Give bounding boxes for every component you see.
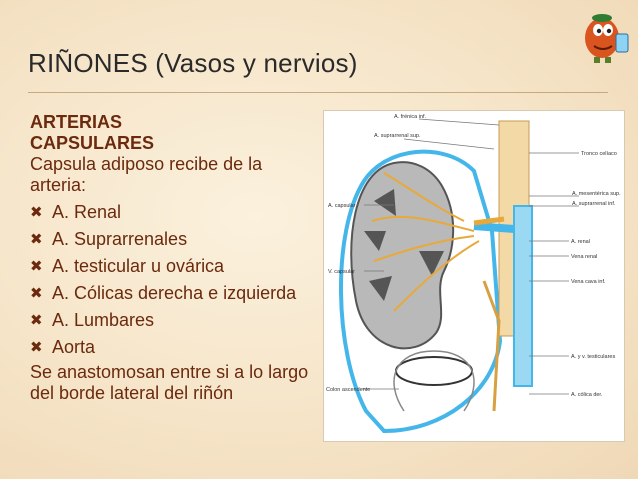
colon-shape: [395, 356, 473, 386]
artery-network: [371, 172, 480, 312]
list-item: ✖ A. testicular u ovárica: [30, 256, 320, 277]
list-item-text: A. testicular u ovárica: [52, 256, 225, 276]
mascot-icon: [585, 14, 629, 63]
list-item-text: A. Suprarrenales: [52, 229, 188, 249]
heading-line-1: ARTERIAS: [30, 112, 123, 132]
renal-pyramid: [369, 276, 392, 301]
list-item: ✖ A. Lumbares: [30, 310, 320, 331]
list-item: ✖ A. Renal: [30, 202, 320, 223]
renal-pyramid: [374, 189, 396, 216]
renal-pyramid: [364, 231, 386, 251]
kidney-shape: [350, 161, 455, 350]
title-divider: [28, 92, 608, 93]
renal-artery-shape: [473, 216, 505, 226]
list-item: ✖ A. Suprarrenales: [30, 229, 320, 250]
label-tronco-celiaco: Tronco celíaco: [581, 151, 617, 157]
label-colica-der: A. cólica der.: [571, 392, 603, 398]
label-v-capsular: V. capsular: [328, 269, 355, 275]
renal-vein-shape: [473, 222, 515, 233]
leader-lines: [362, 118, 579, 395]
list-item-text: A. Cólicas derecha e izquierda: [52, 283, 297, 303]
kidney-diagram: A. frénica inf. A. suprarrenal sup. Tron…: [326, 114, 621, 434]
vena-cava-shape: [513, 205, 533, 387]
bullet-icon: ✖: [30, 339, 43, 356]
label-capsular: A. capsular: [328, 203, 356, 209]
intro-text: Capsula adiposo recibe de la arteria:: [30, 154, 263, 195]
bullet-icon: ✖: [30, 204, 43, 221]
heading-line-2: CAPSULARES: [30, 133, 155, 153]
bullet-icon: ✖: [30, 258, 43, 275]
list-item-text: Aorta: [52, 337, 96, 357]
label-frenica: A. frénica inf.: [394, 114, 427, 120]
label-renal: A. renal: [571, 239, 590, 245]
capsular-vein-outline: [339, 149, 503, 434]
slide-body: ARTERIAS CAPSULARES Capsula adiposo reci…: [30, 112, 320, 404]
label-vena-renal: Vena renal: [571, 254, 597, 260]
bullet-icon: ✖: [30, 285, 43, 302]
label-testiculares: A. y v. testiculares: [571, 354, 615, 360]
closing-text: Se anastomosan entre si a lo largo del b…: [30, 362, 309, 403]
section-heading: ARTERIAS CAPSULARES: [30, 112, 320, 154]
ureter-shape: [482, 280, 501, 412]
label-colon: Colon ascendente: [326, 387, 370, 393]
list-item-text: A. Lumbares: [52, 310, 155, 330]
renal-pyramid: [419, 251, 444, 276]
list-item: ✖ Aorta: [30, 337, 320, 358]
list-item: ✖ A. Cólicas derecha e izquierda: [30, 283, 320, 304]
colon-outline: [393, 350, 475, 412]
list-item-text: A. Renal: [52, 202, 122, 222]
diagram-labels: A. frénica inf. A. suprarrenal sup. Tron…: [326, 114, 621, 398]
label-vena-cava: Vena cava inf.: [571, 279, 606, 285]
bullet-icon: ✖: [30, 231, 43, 248]
label-suprarrenal-inf: A. suprarrenal inf.: [572, 201, 616, 207]
bullet-list: ✖ A. Renal ✖ A. Suprarrenales ✖ A. testicul…: [30, 202, 320, 358]
slide-title: RIÑONES (Vasos y nervios): [28, 48, 358, 78]
label-suprarrenal-sup: A. suprarrenal sup.: [374, 133, 421, 139]
kidney-illustration: A. frénica inf. A. suprarrenal sup. Tron…: [323, 110, 625, 442]
bullet-icon: ✖: [30, 312, 43, 329]
label-mesenterica-sup: A. mesentérica sup.: [572, 191, 621, 197]
